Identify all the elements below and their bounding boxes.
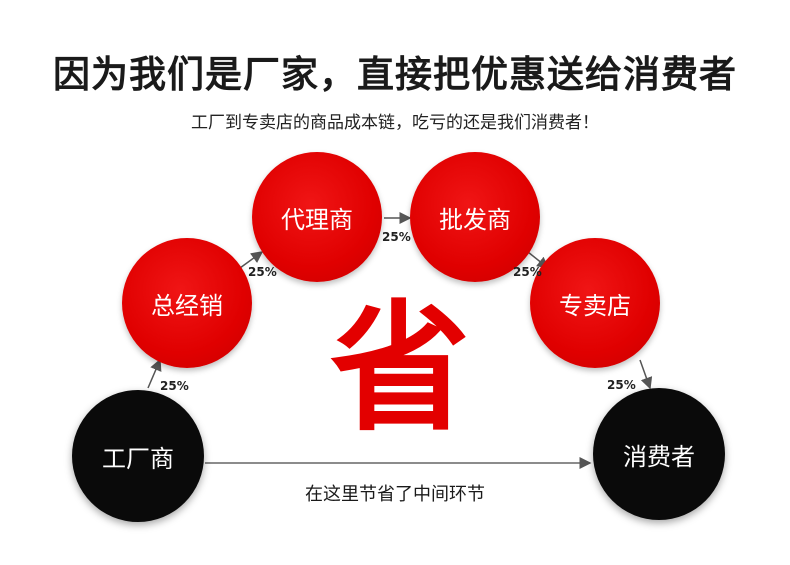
node-consumer: 消费者 [593,388,725,520]
arrow-store-to-consumer [639,359,653,390]
arrow-factory-to-distributor [147,358,162,389]
node-factory: 工厂商 [72,390,204,522]
markup-wholesaler-to-store: 25% [513,265,542,279]
markup-store-to-consumer: 25% [607,378,636,392]
node-distributor: 总经销 [122,238,252,368]
node-agent-label: 代理商 [281,205,353,234]
node-factory-label: 工厂商 [102,444,174,473]
node-distributor-label: 总经销 [151,291,223,320]
markup-factory-to-distributor: 25% [160,379,189,393]
markup-distributor-to-agent: 25% [248,265,277,279]
subheadline: 工厂到专卖店的商品成本链，吃亏的还是我们消费者！ [191,113,599,133]
arrow-distributor-to-agent [239,251,264,269]
node-wholesaler-label: 批发商 [439,205,511,234]
node-agent: 代理商 [252,152,382,282]
node-store: 专卖店 [530,238,660,368]
node-consumer-label: 消费者 [623,442,695,471]
headline: 因为我们是厂家，直接把优惠送给消费者 [53,53,737,96]
bottom-caption: 在这里节省了中间环节 [305,484,485,505]
node-store-label: 专卖店 [559,291,631,320]
markup-agent-to-wholesaler: 25% [382,230,411,244]
node-wholesaler: 批发商 [410,152,540,282]
save-character: 省 [330,288,471,451]
